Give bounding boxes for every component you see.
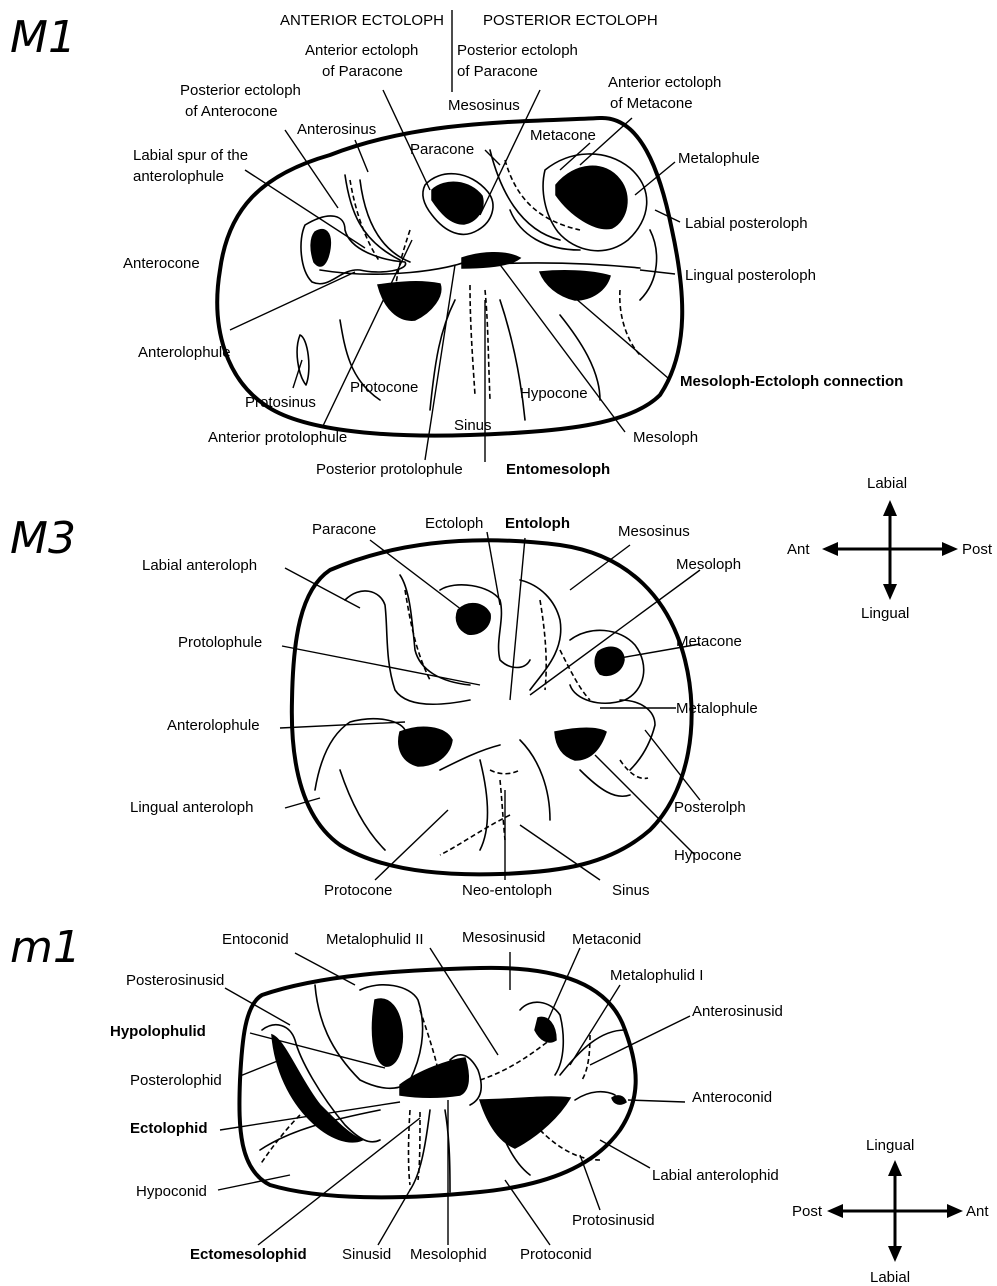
m3-orientation-compass: Labial Lingual Ant Post (787, 475, 993, 622)
m1-label-posterior-protolophule: Posterior protolophule (316, 461, 463, 478)
m1-lower-title: m1 (10, 922, 81, 973)
m1-lower-label-mesosinusid: Mesosinusid (462, 929, 545, 946)
m3-label-hypocone: Hypocone (674, 847, 742, 864)
m1-label-lingual-posteroloph: Lingual posteroloph (685, 267, 816, 284)
m1-lower-anteroconid-fossette (612, 1096, 626, 1104)
m1-lower-label-ectomesolophid: Ectomesolophid (190, 1246, 307, 1263)
m1-protocone-fossette (378, 282, 441, 320)
m1-lower-compass-down: Labial (870, 1269, 910, 1286)
m3-compass-down: Lingual (861, 605, 909, 622)
m1-label-sinus: Sinus (454, 417, 492, 434)
m1-label-ant-ectoloph-metacone-2: of Metacone (610, 95, 693, 112)
m1-lower-label-hypolophulid: Hypolophulid (110, 1023, 206, 1040)
m1-label-post-ectoloph-anterocone-2: of Anterocone (185, 103, 278, 120)
m1-lower-label-mesolophid: Mesolophid (410, 1246, 487, 1263)
m1-lower-entoconid-fossette (372, 999, 402, 1066)
m1-label-anterior-ectoloph-header: ANTERIOR ECTOLOPH (280, 12, 444, 29)
m1-label-mesosinus: Mesosinus (448, 97, 520, 114)
m1-lower-protoconid-fossette (480, 1097, 570, 1148)
m3-label-ectoloph: Ectoloph (425, 515, 483, 532)
m3-label-protocone: Protocone (324, 882, 392, 899)
m3-label-mesosinus: Mesosinus (618, 523, 690, 540)
m3-label-paracone: Paracone (312, 521, 376, 538)
m3-protocone-fossette (399, 727, 452, 766)
m1-lower-compass-up: Lingual (866, 1137, 914, 1154)
m1-anterocone-fossette (311, 230, 330, 266)
m1-lower-compass-right: Ant (966, 1203, 989, 1220)
m1-metacone-fossette (556, 166, 627, 228)
m1-lower-label-labial-anterolophid: Labial anterolophid (652, 1167, 779, 1184)
m1-lower-label-anterosinusid: Anterosinusid (692, 1003, 783, 1020)
m1-label-anterior-protolophule: Anterior protolophule (208, 429, 347, 446)
m1-hypocone-fossette (540, 271, 610, 300)
m1-label-post-ectoloph-paracone-2: of Paracone (457, 63, 538, 80)
m1-lower-label-metaconid: Metaconid (572, 931, 641, 948)
m1-label-protocone: Protocone (350, 379, 418, 396)
m1-label-post-ectoloph-paracone-1: Posterior ectoloph (457, 42, 578, 59)
m3-compass-up: Labial (867, 475, 907, 492)
m1-lower-label-protosinusid: Protosinusid (572, 1212, 655, 1229)
m1-label-entomesoloph: Entomesoloph (506, 461, 610, 478)
m3-label-mesoloph: Mesoloph (676, 556, 741, 573)
m1-label-anterosinus: Anterosinus (297, 121, 376, 138)
m1-lower-label-posterolophid: Posterolophid (130, 1072, 222, 1089)
m1-title: M1 (10, 12, 76, 63)
m1-label-hypocone: Hypocone (520, 385, 588, 402)
m1-label-labial-posteroloph: Labial posteroloph (685, 215, 808, 232)
m3-metacone-fossette (595, 647, 624, 675)
m1-lower-compass-left: Post (792, 1203, 823, 1220)
m1-lower-label-posterosinusid: Posterosinusid (126, 972, 224, 989)
m1-lower-metaconid-fossette (535, 1017, 556, 1041)
m1-label-protosinus: Protosinus (245, 394, 316, 411)
m1-label-paracone: Paracone (410, 141, 474, 158)
m3-label-labial-anteroloph: Labial anteroloph (142, 557, 257, 574)
m1-paracone-fossette (432, 182, 483, 224)
m1-panel: M1 (10, 10, 903, 478)
m1-lower-panel: m1 (10, 922, 989, 1286)
m1-tooth-outline (217, 118, 682, 436)
m3-title: M3 (10, 513, 76, 564)
m3-label-sinus: Sinus (612, 882, 650, 899)
m3-panel: M3 (10, 475, 993, 899)
m1-lower-label-ectolophid: Ectolophid (130, 1120, 208, 1137)
m1-lower-label-protoconid: Protoconid (520, 1246, 592, 1263)
m3-label-metalophule: Metalophule (676, 700, 758, 717)
m3-label-protolophule: Protolophule (178, 634, 262, 651)
m3-compass-left: Ant (787, 541, 810, 558)
m1-label-labial-spur-1: Labial spur of the (133, 147, 248, 164)
m1-label-posterior-ectoloph-header: POSTERIOR ECTOLOPH (483, 12, 658, 29)
m1-label-post-ectoloph-anterocone-1: Posterior ectoloph (180, 82, 301, 99)
m1-lower-label-hypoconid: Hypoconid (136, 1183, 207, 1200)
m1-lower-label-metalophulid-ii: Metalophulid II (326, 931, 424, 948)
m3-label-lingual-anteroloph: Lingual anteroloph (130, 799, 253, 816)
m1-label-metalophule: Metalophule (678, 150, 760, 167)
m1-label-anterocone: Anterocone (123, 255, 200, 272)
m3-compass-right: Post (962, 541, 993, 558)
m1-lower-label-anteroconid: Anteroconid (692, 1089, 772, 1106)
m3-label-neo-entoloph: Neo-entoloph (462, 882, 552, 899)
m1-label-ant-ectoloph-paracone-2: of Paracone (322, 63, 403, 80)
m1-lower-label-metalophulid-i: Metalophulid I (610, 967, 703, 984)
m3-label-metacone: Metacone (676, 633, 742, 650)
m1-label-mesoloph-ectoloph-connection: Mesoloph-Ectoloph connection (680, 373, 903, 390)
m1-lower-ectolophid-fossette (400, 1058, 468, 1097)
m3-label-posterolph: Posterolph (674, 799, 746, 816)
m1-label-metacone: Metacone (530, 127, 596, 144)
m1-label-ant-ectoloph-paracone-1: Anterior ectoloph (305, 42, 418, 59)
m1-label-anterolophule: Anterolophule (138, 344, 231, 361)
m3-label-anterolophule: Anterolophule (167, 717, 260, 734)
m1-lower-label-sinusid: Sinusid (342, 1246, 391, 1263)
m1-label-labial-spur-2: anterolophule (133, 168, 224, 185)
m1-lower-orientation-compass: Lingual Labial Post Ant (792, 1137, 989, 1286)
m1-lower-label-entoconid: Entoconid (222, 931, 289, 948)
m3-label-entoloph: Entoloph (505, 515, 570, 532)
m1-label-ant-ectoloph-metacone-1: Anterior ectoloph (608, 74, 721, 91)
m3-hypocone-fossette (555, 728, 606, 760)
m3-paracone-fossette (456, 604, 490, 635)
m1-label-mesoloph: Mesoloph (633, 429, 698, 446)
